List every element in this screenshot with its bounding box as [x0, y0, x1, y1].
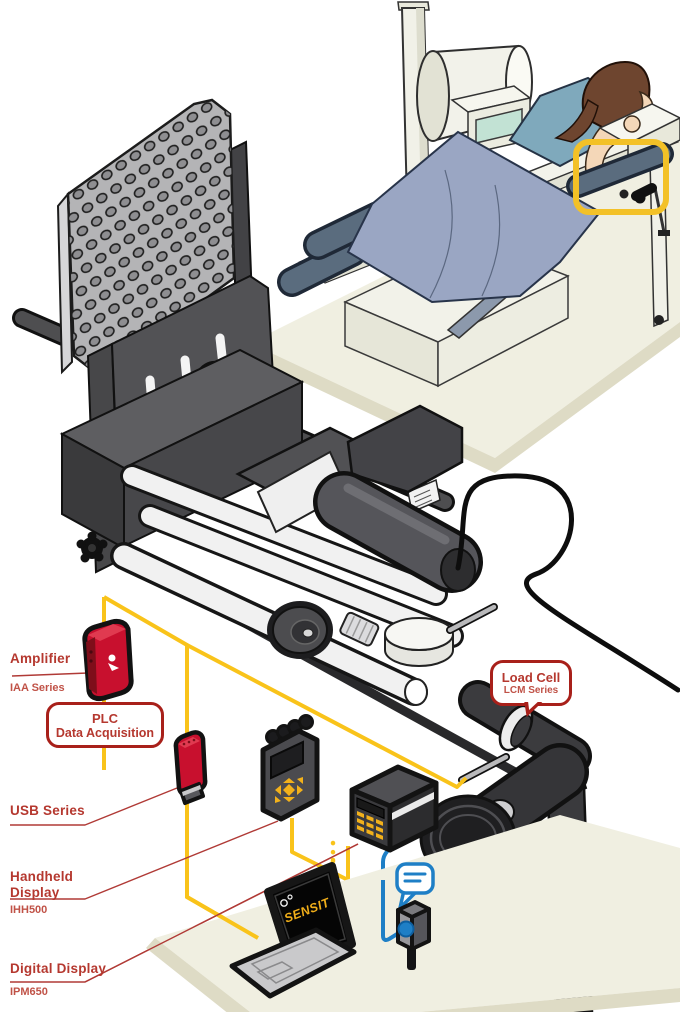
plc-callout: PLC Data Acquisition — [46, 702, 164, 748]
patient — [277, 60, 680, 304]
plug-sensor-device — [396, 900, 431, 970]
laptop-deck — [229, 927, 357, 999]
star-knob — [76, 531, 108, 563]
load-cell-series: LCM Series — [503, 685, 559, 696]
plug-port — [397, 920, 415, 938]
wire-yellow-display — [290, 818, 350, 882]
handheld-label: Handheld Display — [10, 869, 74, 900]
leader-line-handheld — [10, 820, 279, 900]
load-cell-title: Load Cell — [501, 670, 561, 685]
handheld-model-label: IHH500 — [10, 904, 48, 916]
handheld-keypad — [275, 777, 303, 803]
usb-device — [173, 730, 208, 805]
usb-label: USB Series — [10, 803, 85, 818]
armrest-assembly — [566, 139, 674, 236]
laptop-trackpad — [256, 961, 294, 980]
amplifier-label: Amplifier — [10, 651, 71, 666]
sensit-gear-icon — [280, 894, 293, 907]
traction-device — [12, 98, 680, 1012]
carriage-assembly — [235, 404, 498, 667]
amplifier-series-label: IAA Series — [10, 682, 65, 694]
amplifier-logo-icon — [108, 654, 119, 671]
plc-line2: Data Acquisition — [55, 725, 155, 740]
perforated-plate — [56, 98, 236, 375]
handheld-screen — [270, 740, 304, 780]
load-cell-callout: Load Cell LCM Series — [490, 660, 572, 717]
blanket — [346, 130, 602, 304]
highlight-box — [573, 139, 669, 215]
digital-display-device — [349, 764, 439, 853]
device-frame — [59, 274, 305, 574]
handheld-display-device — [260, 714, 320, 822]
adjustment-wheel — [267, 601, 333, 659]
leader-line-usb — [10, 787, 178, 826]
force-gauge-dial — [384, 617, 454, 667]
display-stripe — [392, 792, 434, 820]
cylinder-end-cap — [416, 50, 450, 142]
wire-yellow-loadcell — [186, 643, 468, 789]
instrument-cable — [455, 473, 680, 693]
laptop: SENSIT — [229, 862, 357, 999]
digital-label: Digital Display — [10, 961, 107, 976]
display-front-panel — [356, 797, 385, 840]
amplifier-device — [82, 618, 134, 702]
patient-table-inset — [250, 1, 680, 473]
knurled-knob — [339, 611, 380, 647]
display-screen — [356, 797, 385, 820]
plc-line1: PLC — [92, 710, 118, 726]
digital-model-label: IPM650 — [10, 986, 48, 998]
